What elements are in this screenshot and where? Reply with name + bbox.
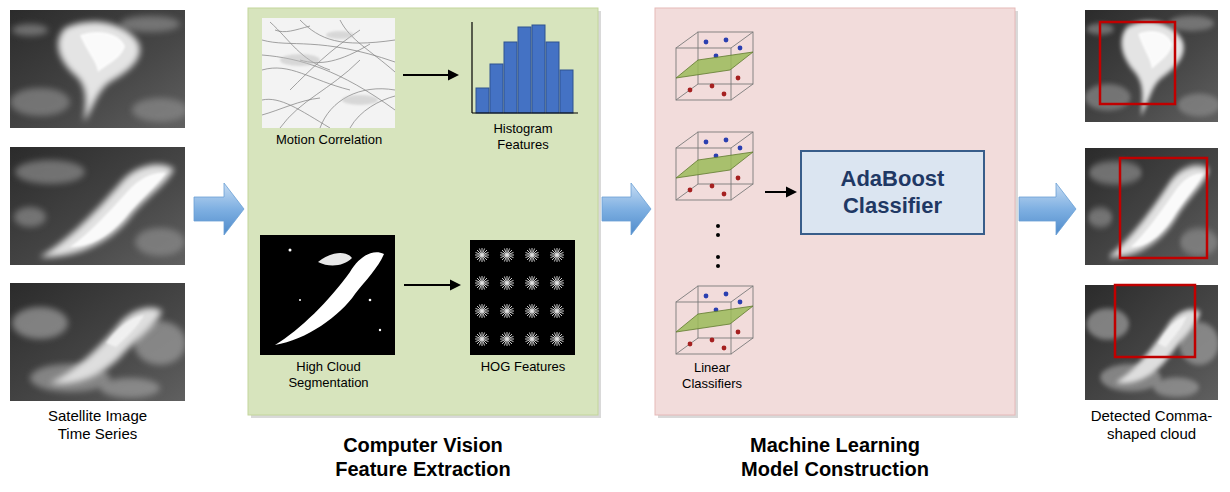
hog-image xyxy=(470,240,575,355)
satellite-image xyxy=(10,147,185,265)
satellite-image xyxy=(1085,10,1220,122)
panel-title: Machine Learning Model Construction xyxy=(733,433,938,482)
adaboost-box: AdaBoost Classifier xyxy=(800,150,985,235)
satellite-series: Satellite Image Time Series xyxy=(5,5,190,450)
feature-panel: Computer Vision Feature ExtractionMotion… xyxy=(248,8,598,415)
flow-arrow xyxy=(765,187,797,198)
histogram-features: Histogram Features xyxy=(462,16,584,158)
block-arrow xyxy=(1019,183,1076,235)
ellipsis-dots xyxy=(716,224,720,268)
box-label: AdaBoost Classifier xyxy=(810,166,975,220)
classifier-cube xyxy=(676,32,753,100)
detected-clouds: Detected Comma-shaped cloud xyxy=(1080,5,1223,450)
flow-arrow xyxy=(403,70,459,81)
classifier-cube xyxy=(676,132,753,200)
linear-classifiers: Linear Classifiers xyxy=(662,24,762,402)
detection-box xyxy=(1100,22,1207,357)
cloud-segmentation: High Cloud Segmentation xyxy=(256,230,401,400)
caption: Histogram Features xyxy=(473,121,573,153)
satellite-image xyxy=(10,10,188,128)
motion-correlation-image xyxy=(262,18,395,128)
caption: High Cloud Segmentation xyxy=(274,359,384,391)
panel-background xyxy=(655,8,1015,415)
caption: Satellite Image Time Series xyxy=(33,407,163,444)
classifier-cube xyxy=(676,286,753,354)
hog-features: HOG Features xyxy=(464,234,582,380)
segmentation-image xyxy=(260,235,395,355)
caption: Linear Classifiers xyxy=(670,360,755,392)
caption: HOG Features xyxy=(464,359,582,375)
histogram-chart xyxy=(472,22,578,113)
flow-arrow xyxy=(404,280,461,291)
satellite-image xyxy=(10,283,186,401)
satellite-image xyxy=(1085,148,1218,265)
block-arrow xyxy=(194,183,244,235)
panel-title: Computer Vision Feature Extraction xyxy=(321,433,526,482)
block-arrow xyxy=(602,183,651,235)
satellite-image xyxy=(1085,285,1219,400)
caption: Motion Correlation xyxy=(258,132,400,148)
panel-background xyxy=(248,8,598,415)
caption: Detected Comma-shaped cloud xyxy=(1087,407,1217,444)
model-panel: Machine Learning Model ConstructionLinea… xyxy=(655,8,1015,415)
motion-correlation: Motion Correlation xyxy=(258,14,400,154)
